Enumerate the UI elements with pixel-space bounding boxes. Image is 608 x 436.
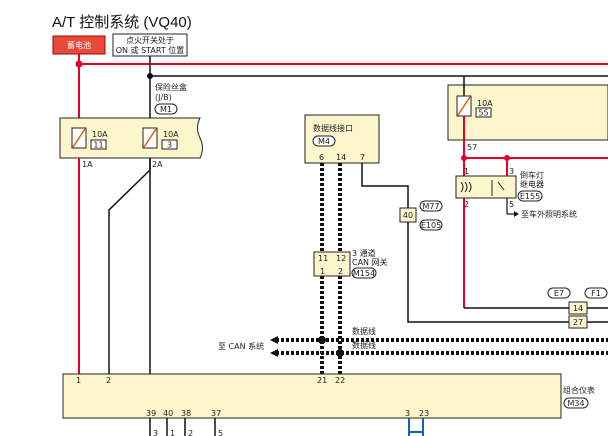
dlc-label: 数据线接口 xyxy=(313,123,353,133)
to-can-label: 至 CAN 系统 xyxy=(218,341,264,351)
combination-meter-connector: M34 xyxy=(567,399,584,408)
diagram-title: A/T 控制系统 (VQ40) xyxy=(52,14,192,31)
svg-text:1: 1 xyxy=(320,267,325,276)
svg-text:1: 1 xyxy=(76,376,81,385)
svg-text:5: 5 xyxy=(218,429,223,436)
fuse-b: 10A 3 xyxy=(142,127,179,150)
fuse-c-box xyxy=(447,84,608,141)
svg-text:37: 37 xyxy=(211,409,221,418)
svg-text:2: 2 xyxy=(338,267,343,276)
svg-text:11: 11 xyxy=(93,141,103,150)
fuse-box-label: 保险丝盒 xyxy=(155,82,187,92)
can-gateway-label-2: CAN 网关 xyxy=(352,257,388,267)
svg-text:39: 39 xyxy=(146,409,156,418)
fuse-box-connector xyxy=(154,103,178,115)
fuse-box-jb: (J/B) xyxy=(155,93,172,102)
svg-text:2: 2 xyxy=(464,200,469,209)
svg-text:1: 1 xyxy=(464,167,469,176)
svg-text:3: 3 xyxy=(509,167,514,176)
connector-f1: F1 xyxy=(591,289,601,298)
connector-f1-pin: 27 xyxy=(573,318,583,327)
svg-text:3: 3 xyxy=(153,429,158,436)
ignition-label-1: 点火开关处于 xyxy=(126,35,174,45)
svg-text:14: 14 xyxy=(336,153,346,162)
data-line-label-2: 数据线 xyxy=(352,340,376,350)
svg-text:55: 55 xyxy=(478,109,488,118)
svg-text:2: 2 xyxy=(106,376,111,385)
data-line-label-1: 数据线 xyxy=(352,326,376,336)
svg-text:10A: 10A xyxy=(477,99,493,108)
fuse-b-wire xyxy=(108,169,151,374)
svg-text:2: 2 xyxy=(188,429,193,436)
svg-text:38: 38 xyxy=(181,409,191,418)
can-gateway-label-1: 3 通道 xyxy=(352,248,376,258)
svg-text:6: 6 xyxy=(319,153,324,162)
combination-meter xyxy=(62,373,562,419)
relay-connector xyxy=(517,190,543,202)
can-gateway xyxy=(313,251,351,277)
fuse-a: 10A 11 xyxy=(71,127,108,150)
svg-text:40: 40 xyxy=(163,409,173,418)
svg-text:3: 3 xyxy=(167,141,172,150)
ignition-label-2: ON 或 START 位置 xyxy=(116,45,185,55)
svg-text:3: 3 xyxy=(405,409,410,418)
svg-text:23: 23 xyxy=(419,409,429,418)
svg-text:10A: 10A xyxy=(163,130,179,139)
ignition-wire xyxy=(147,56,608,380)
fuse-b-pin: 2A xyxy=(152,160,163,169)
svg-text:40: 40 xyxy=(403,211,413,220)
svg-text:11: 11 xyxy=(318,254,328,263)
relay-label-2: 继电器 xyxy=(520,179,544,189)
svg-text:M1: M1 xyxy=(160,105,172,114)
dlc-pin7-wire xyxy=(361,163,409,208)
meter-output-wires xyxy=(149,418,424,436)
fuse-c-pin: 57 xyxy=(467,143,477,152)
splice-connector-top: M77 xyxy=(422,202,439,211)
svg-text:1: 1 xyxy=(170,429,175,436)
connector-e7: E7 xyxy=(554,289,564,298)
relay-label-1: 倒车灯 xyxy=(520,170,544,180)
svg-text:10A: 10A xyxy=(92,130,108,139)
svg-text:21: 21 xyxy=(317,376,327,385)
svg-text:12: 12 xyxy=(336,254,346,263)
svg-text:5: 5 xyxy=(509,200,514,209)
svg-text:7: 7 xyxy=(360,153,365,162)
dlc-connector: M4 xyxy=(318,137,330,146)
combination-meter-label: 组合仪表 xyxy=(563,385,595,395)
svg-text:E155: E155 xyxy=(520,192,540,201)
battery-label: 蓄电池 xyxy=(67,40,91,50)
relay-destination: 至车外照明系统 xyxy=(521,209,577,219)
svg-text:22: 22 xyxy=(335,376,345,385)
reverse-relay xyxy=(455,175,517,199)
can-gateway-connector: M154 xyxy=(353,269,375,278)
splice-connector-bottom: E105 xyxy=(421,221,441,230)
fuse-a-pin: 1A xyxy=(82,160,93,169)
connector-e7-pin: 14 xyxy=(573,304,583,313)
can-lines xyxy=(270,163,608,374)
